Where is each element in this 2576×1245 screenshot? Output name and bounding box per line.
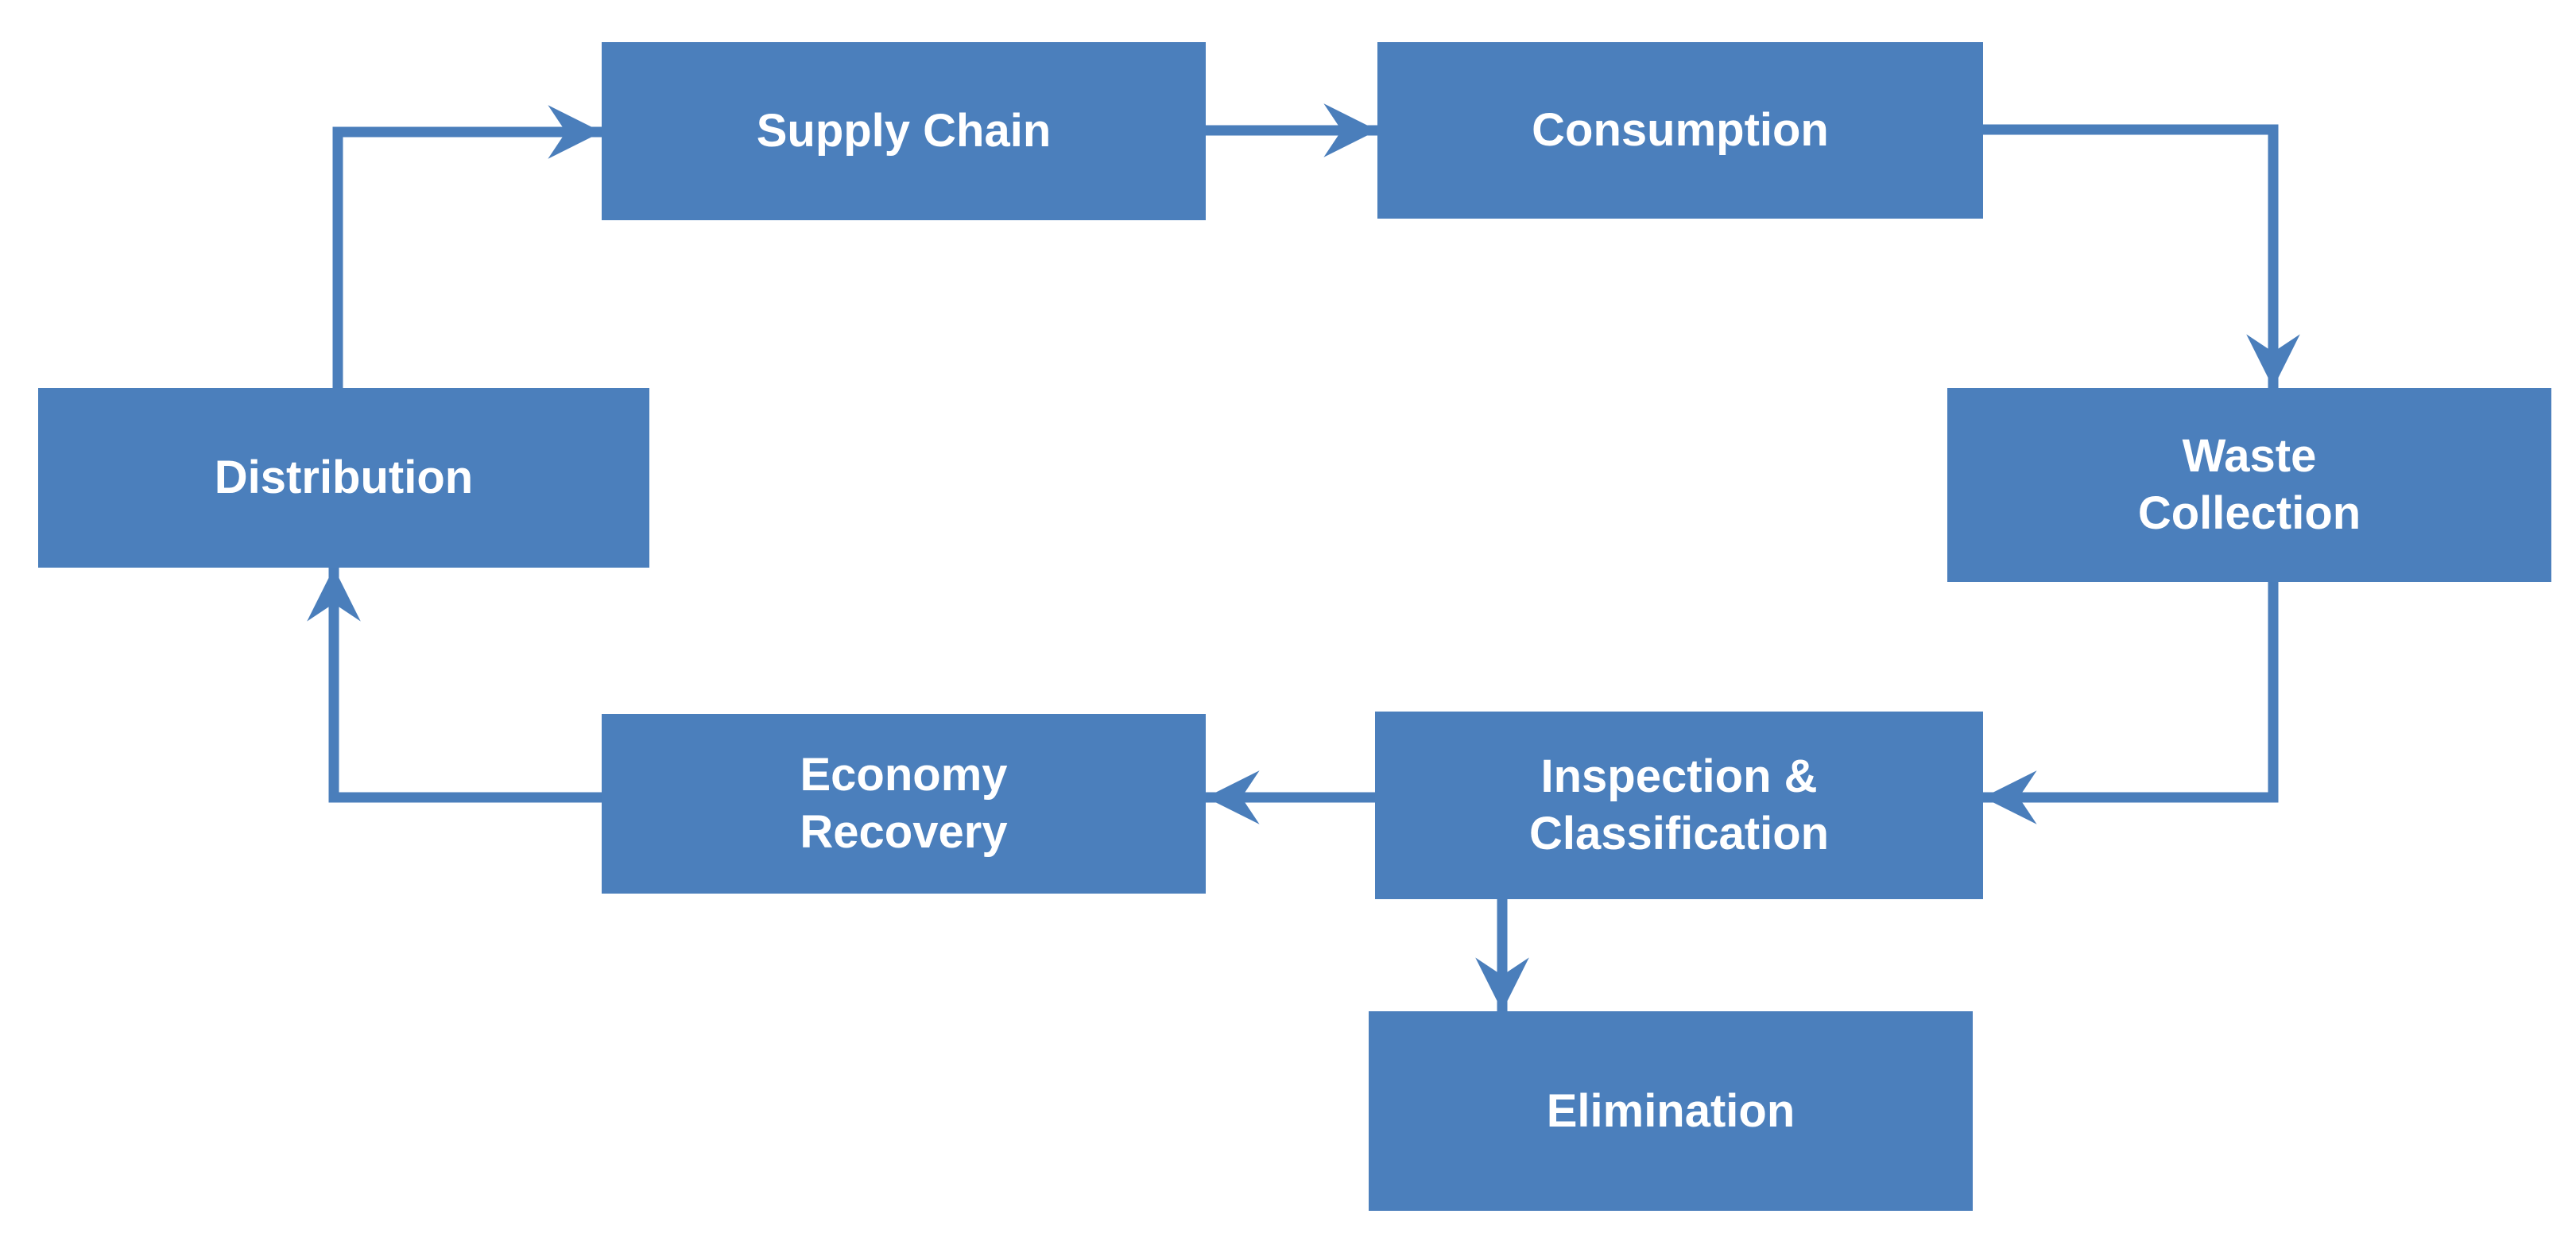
node-inspection-classification: Inspection & Classification (1375, 712, 1983, 899)
arrow-waste-collection-to-inspection (1983, 582, 2279, 824)
node-waste-collection: Waste Collection (1947, 388, 2551, 582)
node-label: Consumption (1532, 104, 1829, 156)
node-label: Collection (2137, 487, 2361, 539)
node-label: Supply Chain (756, 105, 1052, 157)
node-economy-recovery: Economy Recovery (602, 714, 1206, 894)
node-label: Recovery (800, 806, 1008, 858)
node-label: Waste (2182, 430, 2317, 482)
node-label: Inspection & (1540, 750, 1818, 802)
node-consumption: Consumption (1377, 42, 1983, 219)
node-label: Elimination (1546, 1084, 1795, 1137)
node-elimination: Elimination (1369, 1011, 1973, 1211)
node-label: Classification (1528, 808, 1830, 859)
node-label: Economy (800, 749, 1008, 801)
node-label: Distribution (214, 452, 474, 503)
node-distribution: Distribution (38, 388, 649, 568)
node-supply-chain: Supply Chain (602, 42, 1206, 220)
arrow-economy-recovery-to-distribution (307, 568, 602, 803)
arrow-consumption-to-waste-collection (1983, 124, 2300, 388)
arrow-distribution-to-supply-chain (332, 105, 602, 388)
